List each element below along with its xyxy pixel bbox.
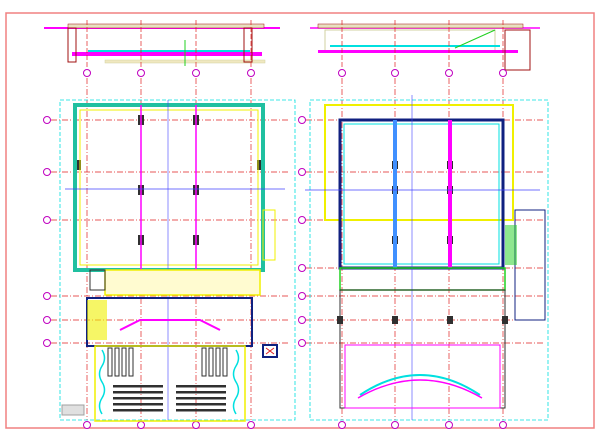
seat-row	[176, 385, 226, 388]
axis-bubble	[43, 116, 51, 124]
axis-bubble	[338, 421, 346, 429]
axis-bubble	[43, 316, 51, 324]
axis-bubble	[391, 69, 399, 77]
axis-bubble	[499, 69, 507, 77]
axis-bubble	[338, 69, 346, 77]
axis-bubble	[298, 264, 306, 272]
column-marker	[392, 316, 398, 324]
axis-bubble	[298, 316, 306, 324]
right-floor-plan	[305, 95, 549, 421]
axis-bubble	[298, 116, 306, 124]
seat-row	[113, 391, 163, 394]
axis-bubble	[499, 421, 507, 429]
column-marker	[75, 160, 81, 170]
seat-row	[113, 409, 163, 412]
sheet-frame	[5, 12, 595, 429]
axis-bubble	[298, 339, 306, 347]
right-elevation	[310, 23, 540, 71]
seat-row	[176, 409, 226, 412]
axis-bubble	[192, 421, 200, 429]
seat-row	[176, 403, 226, 406]
axis-bubble	[247, 421, 255, 429]
seating-rows	[107, 347, 228, 412]
left-elevation	[44, 23, 280, 66]
axis-bubble	[391, 421, 399, 429]
seat-row	[107, 347, 113, 377]
axis-bubble	[445, 421, 453, 429]
seat-row	[128, 347, 134, 377]
axis-bubble	[445, 69, 453, 77]
seat-row	[201, 347, 207, 377]
axis-bubble	[298, 216, 306, 224]
axis-bubble	[43, 216, 51, 224]
column-marker	[257, 160, 263, 170]
seat-row	[176, 397, 226, 400]
axis-bubble	[43, 292, 51, 300]
axis-bubble	[43, 339, 51, 347]
left-floor-plan	[59, 99, 296, 422]
axis-bubble	[43, 168, 51, 176]
seat-row	[176, 391, 226, 394]
axis-bubble	[137, 421, 145, 429]
axis-bubble	[247, 69, 255, 77]
seat-row	[113, 385, 163, 388]
axis-bubble	[192, 69, 200, 77]
axis-bubble	[83, 69, 91, 77]
seat-row	[113, 397, 163, 400]
axis-bubble	[137, 69, 145, 77]
seat-row	[222, 347, 228, 377]
column-marker	[447, 316, 453, 324]
seat-row	[121, 347, 127, 377]
axis-bubble	[298, 292, 306, 300]
seat-row	[113, 403, 163, 406]
seat-row	[208, 347, 214, 377]
axis-bubble	[298, 168, 306, 176]
axis-bubble	[83, 421, 91, 429]
seat-row	[114, 347, 120, 377]
seat-row	[215, 347, 221, 377]
